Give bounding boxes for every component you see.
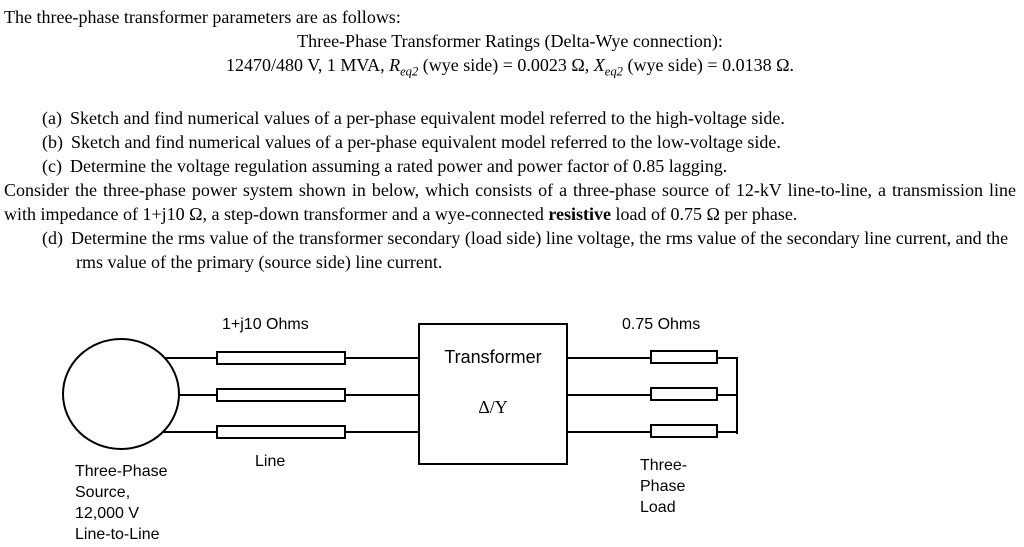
- r-subscript: eq2: [400, 64, 419, 79]
- source-caption-line-3: 12,000 V: [75, 505, 140, 522]
- question-d-label: (d): [42, 227, 63, 248]
- load-caption-line-2: Phase: [640, 478, 686, 495]
- line-label: Line: [255, 453, 286, 470]
- load-caption: Three- Phase Load: [640, 455, 687, 518]
- ratings-line: 12470/480 V, 1 MVA, Req2 (wye side) = 0.…: [4, 53, 1016, 84]
- transformer-label: Transformer: [444, 347, 542, 367]
- question-a-text: Sketch and find numerical values of a pe…: [69, 107, 785, 128]
- system-description: Consider the three-phase power system sh…: [4, 178, 1016, 226]
- source-caption-line-2: Source,: [75, 484, 131, 501]
- question-b: (b) Sketch and find numerical values of a…: [4, 130, 1016, 154]
- load-resistor-c: [650, 424, 718, 438]
- intro-line: The three-phase transformer parameters a…: [4, 7, 401, 27]
- r-symbol: R: [389, 55, 401, 75]
- system-description-part1: Consider the three-phase power system sh…: [4, 179, 1016, 224]
- ratings-part3: (wye side) = 0.0138 Ω.: [622, 55, 794, 75]
- question-c-label: (c): [42, 155, 62, 176]
- load-resistor-a: [650, 350, 718, 364]
- transformer-box: Transformer Δ/Y: [418, 323, 568, 465]
- question-a-label: (a): [42, 107, 62, 128]
- x-subscript: eq2: [604, 64, 623, 79]
- three-phase-source-symbol: [62, 338, 180, 450]
- question-d: (d) Determine the rms value of the transf…: [4, 226, 1016, 274]
- question-c: (c) Determine the voltage regulation assu…: [4, 154, 1016, 178]
- line-impedance-resistor-c: [216, 425, 346, 439]
- ratings-part1: 12470/480 V, 1 MVA,: [226, 55, 390, 75]
- load-impedance-label: 0.75 Ohms: [622, 316, 701, 333]
- transformer-connection-label: Δ/Y: [478, 397, 508, 417]
- load-caption-line-1: Three-: [640, 457, 688, 474]
- load-caption-line-3: Load: [640, 499, 676, 516]
- line-impedance-label: 1+j10 Ohms: [222, 316, 309, 333]
- ratings-part2: (wye side) = 0.0023 Ω,: [418, 55, 594, 75]
- source-caption-line-1: Three-Phase: [75, 463, 168, 480]
- line-impedance-resistor-a: [216, 351, 346, 365]
- problem-statement: The three-phase transformer parameters a…: [4, 7, 1016, 274]
- line-impedance-resistor-b: [216, 388, 346, 402]
- question-a: (a) Sketch and find numerical values of a…: [4, 106, 1016, 130]
- wye-neutral-bus: [736, 357, 738, 434]
- question-c-text: Determine the voltage regulation assumin…: [69, 155, 728, 176]
- system-description-part2: load of 0.75 Ω per phase.: [611, 203, 798, 224]
- source-caption: Three-Phase Source, 12,000 V Line-to-Lin…: [75, 461, 168, 545]
- question-b-label: (b): [42, 131, 63, 152]
- system-description-bold: resistive: [548, 203, 611, 224]
- ratings-title: Three-Phase Transformer Ratings (Delta-W…: [297, 31, 723, 51]
- x-symbol: X: [593, 55, 605, 75]
- question-list: (a) Sketch and find numerical values of a…: [4, 106, 1016, 178]
- question-d-text: Determine the rms value of the transform…: [71, 227, 1009, 272]
- source-caption-line-4: Line-to-Line: [75, 526, 160, 543]
- load-resistor-b: [650, 387, 718, 401]
- question-b-text: Sketch and find numerical values of a pe…: [71, 131, 781, 152]
